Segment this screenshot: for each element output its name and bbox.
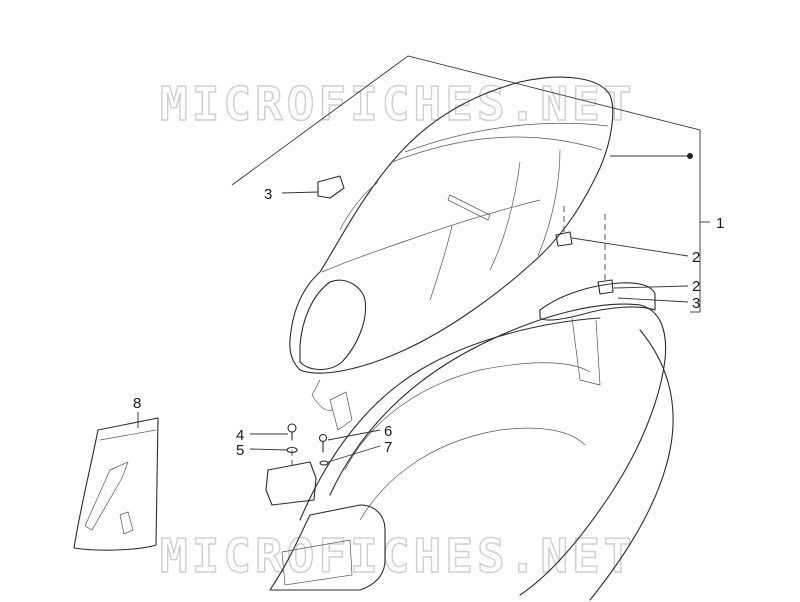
mounting-lines [291,205,606,470]
leaders [137,153,693,463]
callout-3-right: 3 [692,295,700,312]
watermark-bottom: MICROFICHES.NET [160,529,635,583]
callout-3-left: 3 [264,186,272,203]
callout-4: 4 [236,427,244,444]
assembly-dot [687,153,693,159]
group-bracket [231,55,710,313]
callout-7: 7 [384,439,392,456]
callout-1: 1 [716,215,724,232]
callout-2-lower: 2 [692,278,700,295]
callout-8: 8 [133,395,141,412]
callout-6: 6 [384,423,392,440]
scooter-body [265,282,674,601]
callout-2-upper: 2 [692,249,700,266]
callout-5: 5 [236,442,244,459]
watermark-top: MICROFICHES.NET [160,77,635,131]
seat [289,76,614,374]
tool-kit-bag [73,417,159,551]
